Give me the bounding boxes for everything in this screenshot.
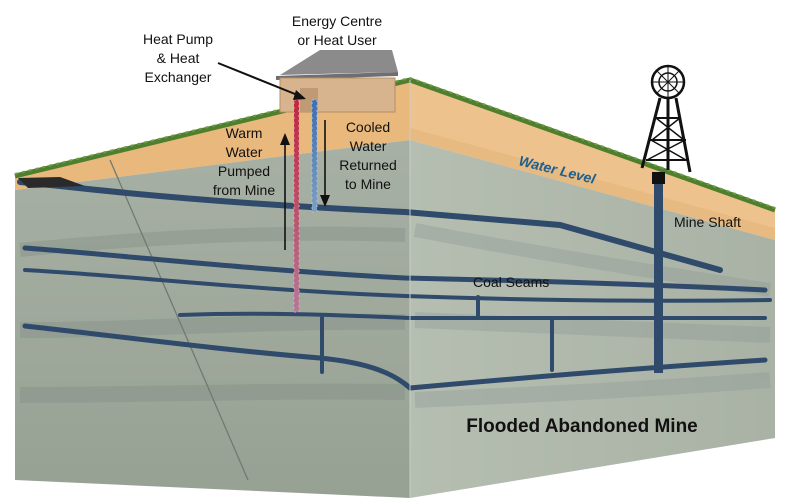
warm-water-label-line2: Water	[226, 144, 263, 160]
grass-edge-right	[409, 77, 776, 213]
mine-shaft-label: Mine Shaft	[674, 214, 741, 230]
warm-water-pipe	[294, 100, 299, 312]
warm-water-label-line1: Warm	[226, 125, 263, 141]
coal-seam-3	[23, 268, 772, 303]
heat-pump-label-line3: Exchanger	[145, 69, 212, 85]
heat-pump-label-line2: & Heat	[157, 50, 200, 66]
cooled-water-label-line4: to Mine	[345, 176, 391, 192]
cooled-water-label-line2: Water	[350, 138, 387, 154]
warm-water-label-line4: from Mine	[213, 182, 275, 198]
cooled-water-arrow	[320, 120, 330, 207]
cooled-water-label-line1: Cooled	[346, 119, 390, 135]
flooded-mine-label: Flooded Abandoned Mine	[466, 416, 698, 437]
fault-line	[109, 159, 249, 481]
rock-texture	[19, 223, 772, 408]
coal-seam-4	[22, 323, 768, 391]
warm-water-label-line3: Pumped	[218, 163, 270, 179]
mine-shaft-collar	[652, 172, 665, 184]
energy-centre-label-line2: or Heat User	[297, 32, 377, 48]
coal-seam-1	[17, 179, 723, 273]
coal-seams-label: Coal Seams	[473, 274, 549, 290]
cooled-water-pipe-dots	[311, 99, 318, 213]
left-rock-face	[15, 140, 410, 498]
grass-edge-right-fringe	[409, 77, 776, 209]
warm-water-arrow	[280, 133, 290, 250]
mine-shaft	[654, 178, 663, 373]
right-soil-face	[410, 80, 775, 240]
water-level-band	[410, 128, 775, 240]
warm-water-pipe-dots	[293, 99, 300, 313]
mine-headframe-icon	[640, 64, 692, 173]
left-coal-outcrop	[18, 177, 85, 188]
cooled-water-pipe	[312, 100, 317, 212]
cooled-water-label-line3: Returned	[339, 157, 397, 173]
energy-centre-label-line1: Energy Centre	[292, 13, 382, 29]
heat-pump-label-line1: Heat Pump	[143, 31, 213, 47]
heat-pump-pointer	[217, 62, 306, 100]
coal-seam-2	[22, 245, 768, 293]
